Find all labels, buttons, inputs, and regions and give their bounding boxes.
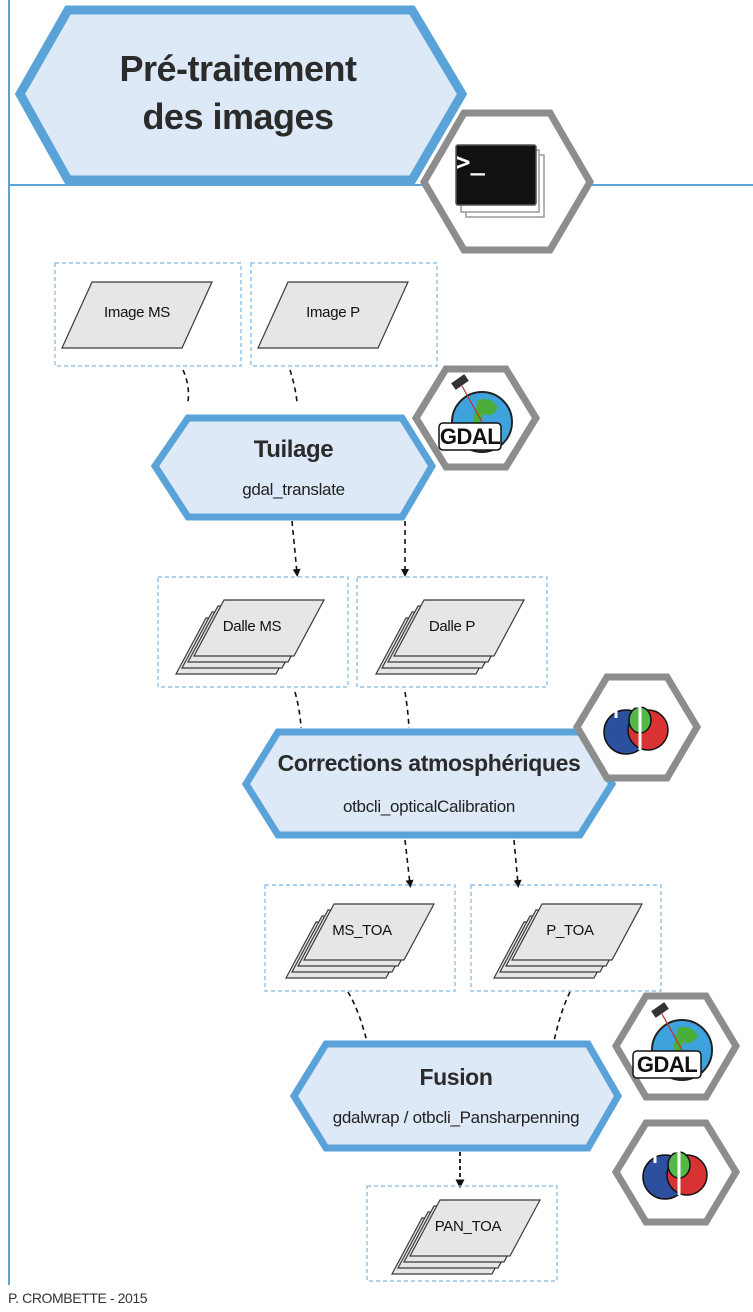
otb-badge-1 — [572, 673, 702, 782]
p-toa-frame — [470, 884, 662, 992]
dalle-p-stack — [375, 599, 525, 675]
dalle-ms-frame — [157, 576, 349, 688]
tuilage-command: gdal_translate — [242, 480, 345, 499]
connector-dalle-ms — [294, 691, 302, 729]
otb-logo-icon — [642, 1149, 708, 1200]
corrections-title: Corrections atmosphériques — [277, 750, 581, 776]
arrow-to-ms-toa — [404, 839, 414, 888]
pan-toa-label: PAN_TOA — [434, 1218, 502, 1235]
corrections-command: otbcli_opticalCalibration — [342, 797, 516, 816]
otb-logo-icon — [603, 704, 669, 755]
svg-text:GDAL: GDAL — [637, 1052, 697, 1077]
ms-toa-stack — [285, 903, 435, 979]
fusion-command: gdalwrap / otbcli_Pansharpenning — [332, 1108, 580, 1127]
dalle-p-frame — [356, 576, 548, 688]
corrections-hexagon — [241, 728, 617, 839]
image-ms-label: Image MS — [104, 304, 170, 321]
p-toa-label: P_TOA — [546, 922, 594, 939]
fusion-hexagon — [289, 1040, 623, 1152]
gdal-globe-icon: GDAL — [632, 1002, 713, 1081]
terminal-badge — [419, 109, 595, 254]
svg-text:GDAL: GDAL — [440, 424, 500, 449]
connector-dalle-p — [404, 691, 410, 729]
fusion-title: Fusion — [419, 1064, 493, 1090]
terminal-prompt: >_ — [456, 148, 485, 176]
ms-toa-frame — [264, 884, 456, 992]
terminal-icon — [455, 144, 545, 218]
gdal-globe-icon: GDAL — [438, 374, 513, 453]
dalle-ms-label: Dalle MS — [222, 618, 282, 635]
image-p-label: Image P — [306, 304, 360, 321]
page-title-line-1: Pré-traitement — [119, 48, 357, 89]
dalle-p-label: Dalle P — [428, 618, 476, 635]
dalle-ms-stack — [175, 599, 325, 675]
connector-ms-toa — [347, 991, 369, 1047]
connector-image-p — [289, 369, 298, 403]
ms-toa-label: MS_TOA — [332, 922, 392, 939]
pan-toa-frame — [366, 1185, 558, 1282]
image-p-shape — [257, 281, 409, 349]
gdal-badge-1: GDAL — [411, 365, 541, 471]
connector-p-toa — [552, 991, 571, 1047]
gdal-badge-2: GDAL — [611, 992, 741, 1101]
connector-image-ms — [182, 369, 190, 403]
arrow-to-dalle-ms — [291, 520, 301, 577]
image-ms-frame — [54, 262, 242, 367]
image-p-frame — [250, 262, 438, 367]
title-hexagon — [14, 5, 468, 185]
tuilage-title: Tuilage — [253, 436, 334, 463]
author-credit: P. CROMBETTE - 2015 — [8, 1290, 148, 1306]
arrow-to-p-toa — [513, 839, 522, 888]
page-title-line-2: des images — [142, 96, 334, 137]
otb-badge-2 — [611, 1119, 741, 1226]
tuilage-hexagon — [150, 414, 437, 521]
p-toa-stack — [493, 903, 643, 979]
pan-toa-stack — [391, 1199, 541, 1275]
image-ms-shape — [61, 281, 213, 349]
